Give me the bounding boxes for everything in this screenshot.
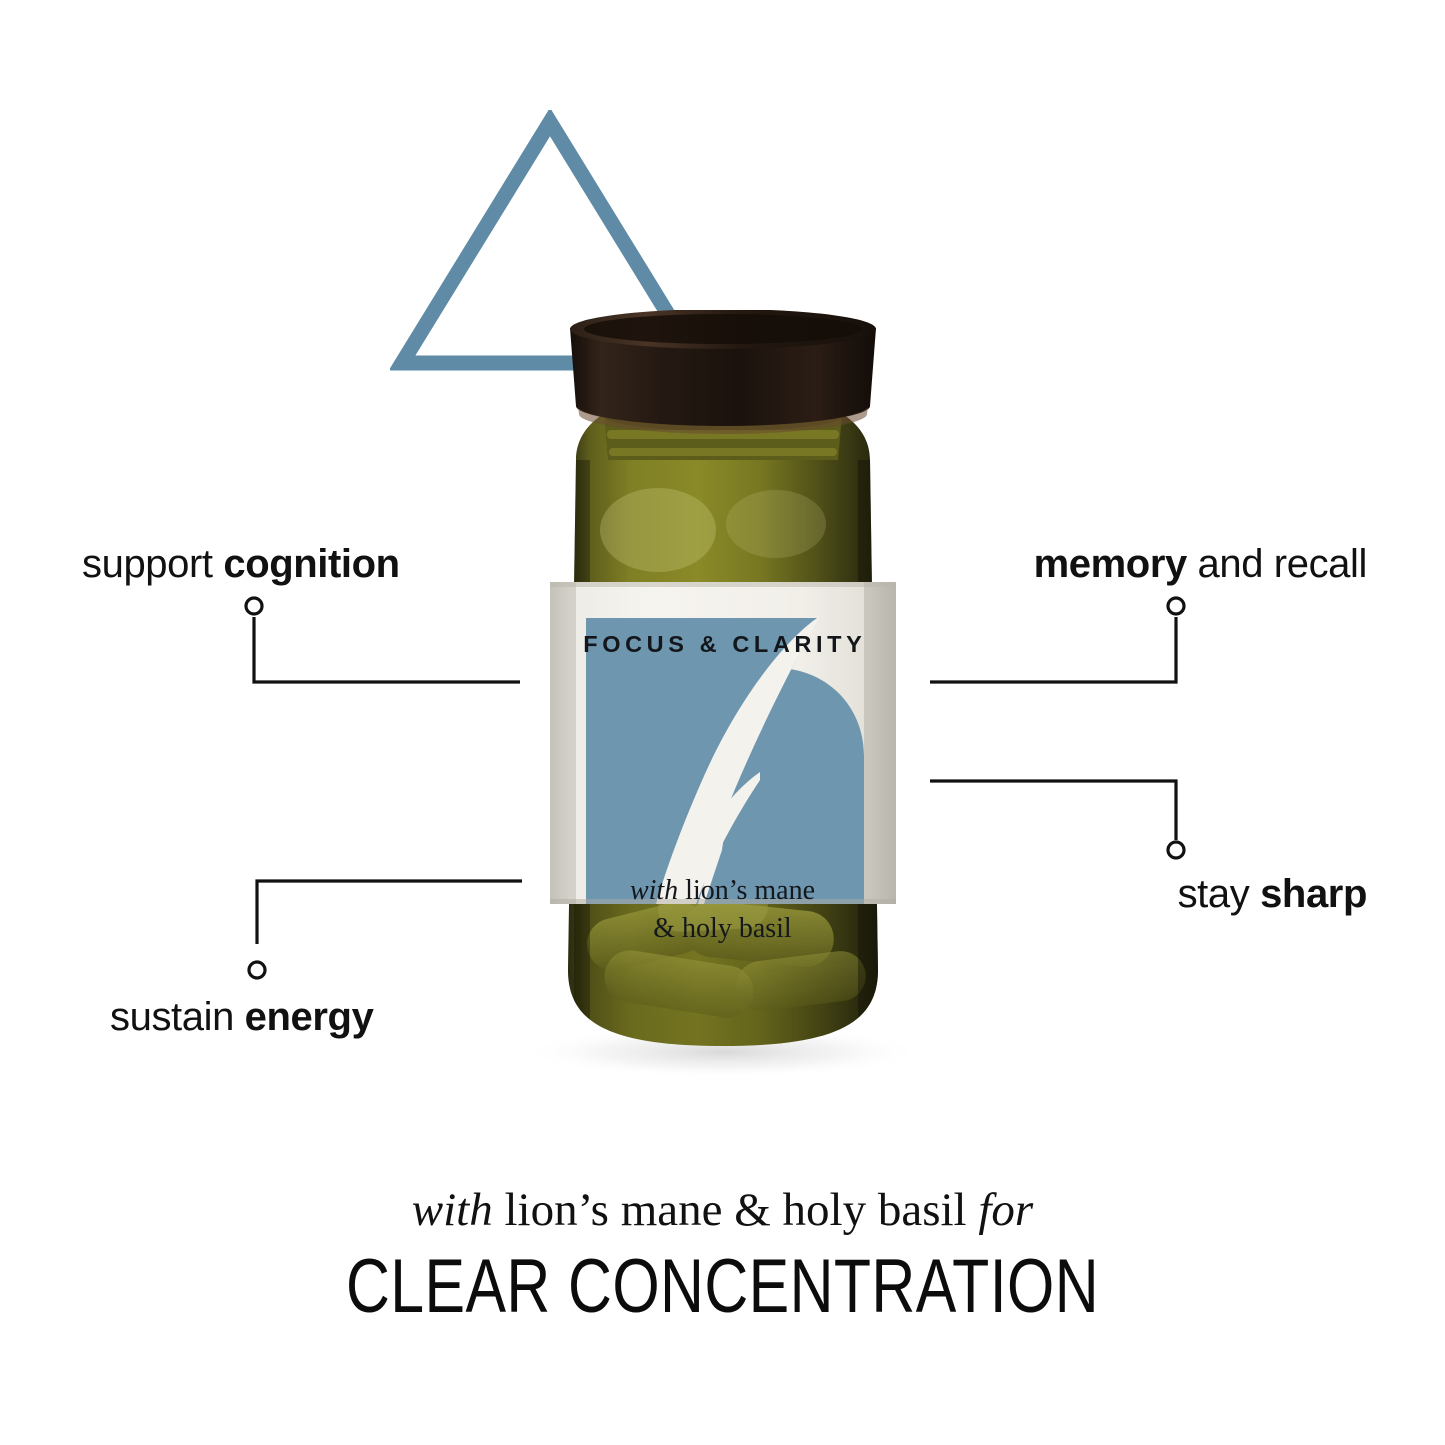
triangle-outline-icon (388, 107, 712, 375)
callout-memory: memory and recall (1033, 542, 1368, 587)
supplement-bottle (508, 310, 938, 1100)
connector-dot-energy (247, 960, 267, 980)
callout-memory-regular: and recall (1186, 542, 1368, 586)
callout-cognition-regular: support (82, 542, 224, 586)
callout-sharp-regular: stay (1177, 872, 1261, 916)
connector-dot-memory (1166, 596, 1186, 616)
label-subtitle-rest: lion’s mane (678, 875, 816, 906)
label-subtitle: with lion’s mane & holy basil (0, 872, 1445, 948)
callout-cognition-bold: cognition (223, 542, 400, 586)
footer-tagline-italic-start: with (411, 1184, 493, 1236)
footer-headline: CLEAR CONCENTRATION (345, 1244, 1100, 1329)
label-title: FOCUS & CLARITY (583, 631, 867, 657)
callout-sharp-bold: sharp (1260, 872, 1367, 916)
label-subtitle-italic: with (629, 875, 679, 906)
callout-energy: sustain energy (110, 995, 374, 1040)
connector-dot-sharp (1166, 840, 1186, 860)
callout-energy-bold: energy (244, 995, 374, 1039)
callout-cognition: support cognition (82, 542, 400, 587)
footer-tagline-italic-end: for (978, 1184, 1034, 1236)
callout-sharp: stay sharp (1177, 872, 1368, 917)
footer-tagline-middle: lion’s mane & holy basil (492, 1184, 979, 1236)
callout-memory-bold: memory (1033, 542, 1188, 586)
connector-dot-cognition (244, 596, 264, 616)
footer-tagline: with lion’s mane & holy basil for (0, 1183, 1445, 1237)
label-subtitle-line2: & holy basil (653, 913, 792, 944)
callout-energy-regular: sustain (110, 995, 245, 1039)
